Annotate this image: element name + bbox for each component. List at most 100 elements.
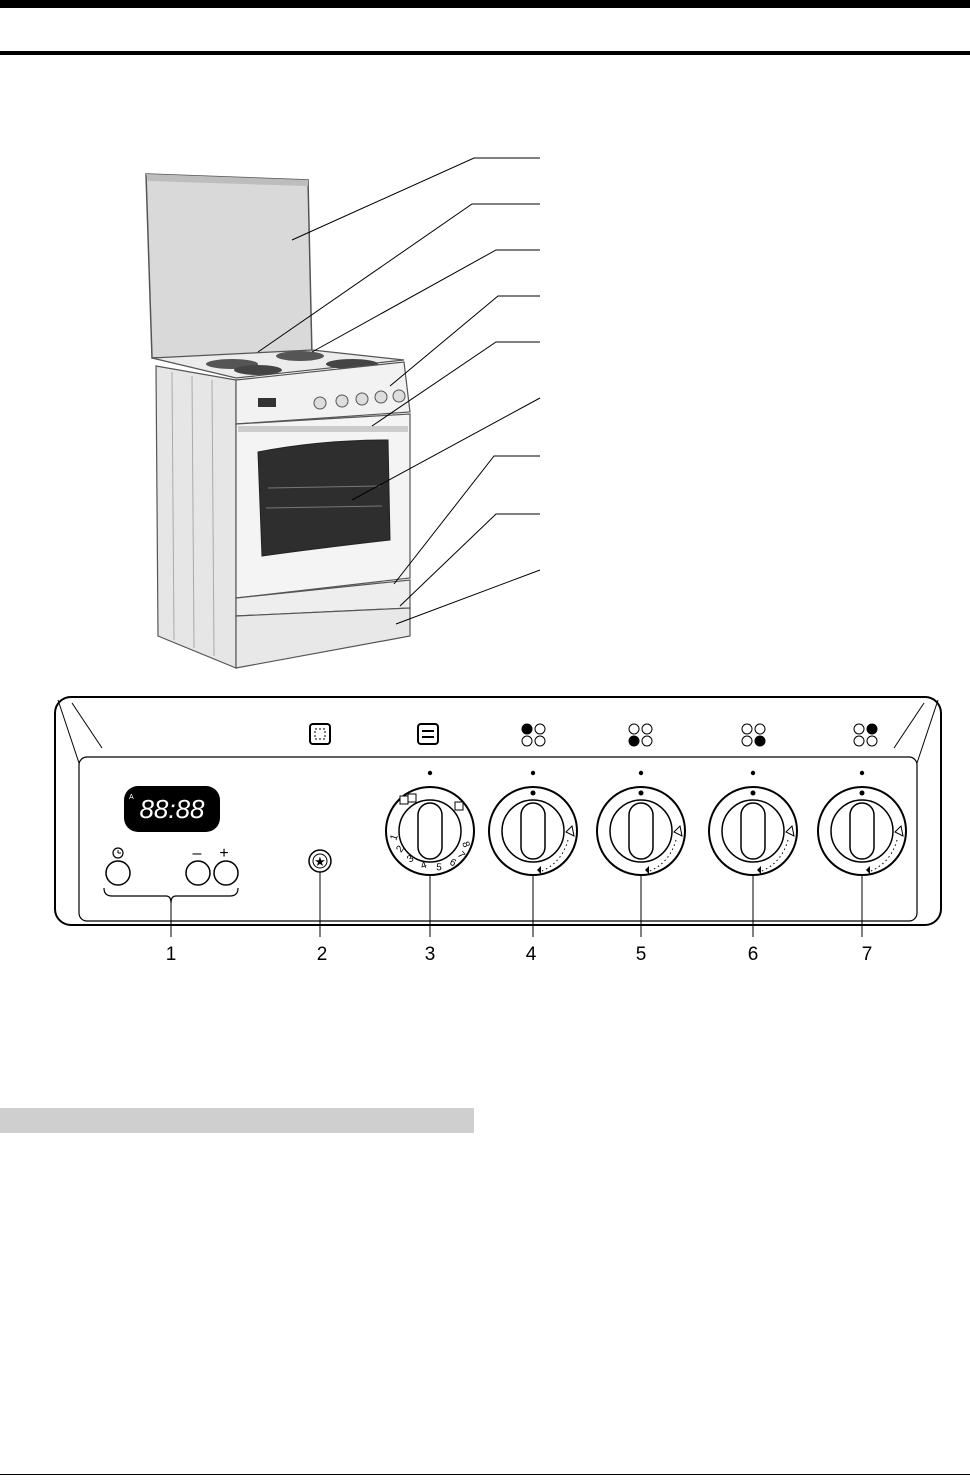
top-rule [0,0,970,8]
cooker-side [155,365,237,669]
small-flame-icon [645,866,649,874]
knob-grip [849,802,875,860]
lamp-position-icon [399,795,409,805]
knob-grip [628,802,654,860]
knob-off-dot [638,790,644,796]
callout-number-5: 5 [636,944,647,965]
cooker-illustration [145,173,411,669]
burner-2 [276,351,324,361]
header-rule [0,51,970,55]
minus-button[interactable] [185,860,211,886]
cooker-control-panel [235,361,411,425]
burner-knob-front-left[interactable] [596,786,686,876]
panel-bevel-right [916,699,939,764]
oven-light-icon [309,723,331,745]
leader-line-oven-door [351,397,541,501]
clock-icon [112,847,124,859]
panel-bevel-left [57,699,80,764]
callout-number-3: 3 [425,944,436,965]
grill-position-icon [454,801,464,811]
oven-function-icon [417,723,439,745]
callout-number-7: 7 [862,944,873,965]
knob-position-dot [427,770,433,776]
cooker-lid-edge [146,174,308,186]
leader-lines [257,157,541,625]
leader-line-plinth [395,569,541,625]
small-flame-icon [866,866,870,874]
knob-off-dot [859,790,865,796]
side-panel-line [211,379,215,657]
callout-number-1: 1 [166,944,177,965]
lamp-position-icon [407,793,417,803]
plus-symbol: + [219,845,228,862]
timer-display [124,786,220,832]
leader-line-drawer [393,455,540,585]
cooker-knob [335,394,349,408]
small-flame-icon [537,866,541,874]
plus-button[interactable] [213,860,239,886]
illustration: A 88:88 – + ★ 1 2 3 4 5 [54,157,942,965]
leader-line-pan-support [311,249,540,353]
spark-icon: ★ [314,855,326,870]
knob-position-dot [638,770,644,776]
oven-door-handle [238,426,408,432]
large-flame-icon [785,824,795,837]
oven-scale-mark: 8 [459,840,471,850]
panel-bevel-left [71,702,103,749]
minus-symbol: – [193,845,202,862]
bottom-rule [0,1474,970,1475]
large-flame-icon [673,824,683,837]
cooker-knob [313,396,327,410]
burner-knob-rear-right[interactable] [817,786,907,876]
side-panel-line [191,375,195,649]
callout-number-2: 2 [317,944,328,965]
leader-line-burner [257,203,540,353]
callout-number-4: 4 [526,944,537,965]
oven-scale-mark: 1 [388,833,400,842]
cooker-hob [151,349,405,379]
leader-line-control-panel [389,295,540,387]
cooker-knob [355,392,369,406]
oven-scale-mark: 4 [420,860,429,872]
knob-grip [740,802,766,860]
ignition-button-ring [312,853,328,869]
burner-front-right-icon [741,723,766,747]
oven-scale-mark: 6 [448,857,458,870]
burner-front-left-icon [628,723,653,747]
control-panel-diagram: A 88:88 – + ★ 1 2 3 4 5 [54,696,942,965]
burner-rear-left-icon [521,723,546,747]
side-panel-line [171,371,175,641]
oven-scale-mark: 7 [455,850,467,862]
callout-number-6: 6 [748,944,759,965]
large-flame-icon [565,824,575,837]
knob-off-dot [750,790,756,796]
leader-line-door-handle [371,341,540,427]
small-flame-icon [757,866,761,874]
knob-position-dot [750,770,756,776]
oven-rack [265,505,383,509]
oven-scale-mark: 5 [436,862,443,873]
cooker-lid [145,173,313,359]
oven-knob-grip [417,802,443,860]
timer-auto-indicator: A [129,794,134,801]
leader-line-lid [291,157,540,241]
cooker-display [258,398,276,407]
clock-button[interactable] [105,860,131,886]
timer-display-digits: 88:88 [139,794,205,824]
oven-scale-mark: 3 [405,853,417,865]
knob-position-dot [859,770,865,776]
burner-knob-rear-left[interactable] [488,786,578,876]
oven-window [257,439,391,557]
oven-rack [267,485,381,489]
cooker-plinth [235,607,411,669]
burner-3 [234,365,282,375]
section-heading-bar [0,1108,474,1133]
oven-scale-mark: 2 [394,843,406,854]
burner-knob-front-right[interactable] [708,786,798,876]
knob-off-dot [530,790,536,796]
burner-rear-right-icon [853,723,878,747]
panel-bevel-right [893,702,925,749]
knob-grip [520,802,546,860]
knob-position-dot [530,770,536,776]
oven-knob[interactable]: 1 2 3 4 5 6 7 8 [385,786,475,876]
